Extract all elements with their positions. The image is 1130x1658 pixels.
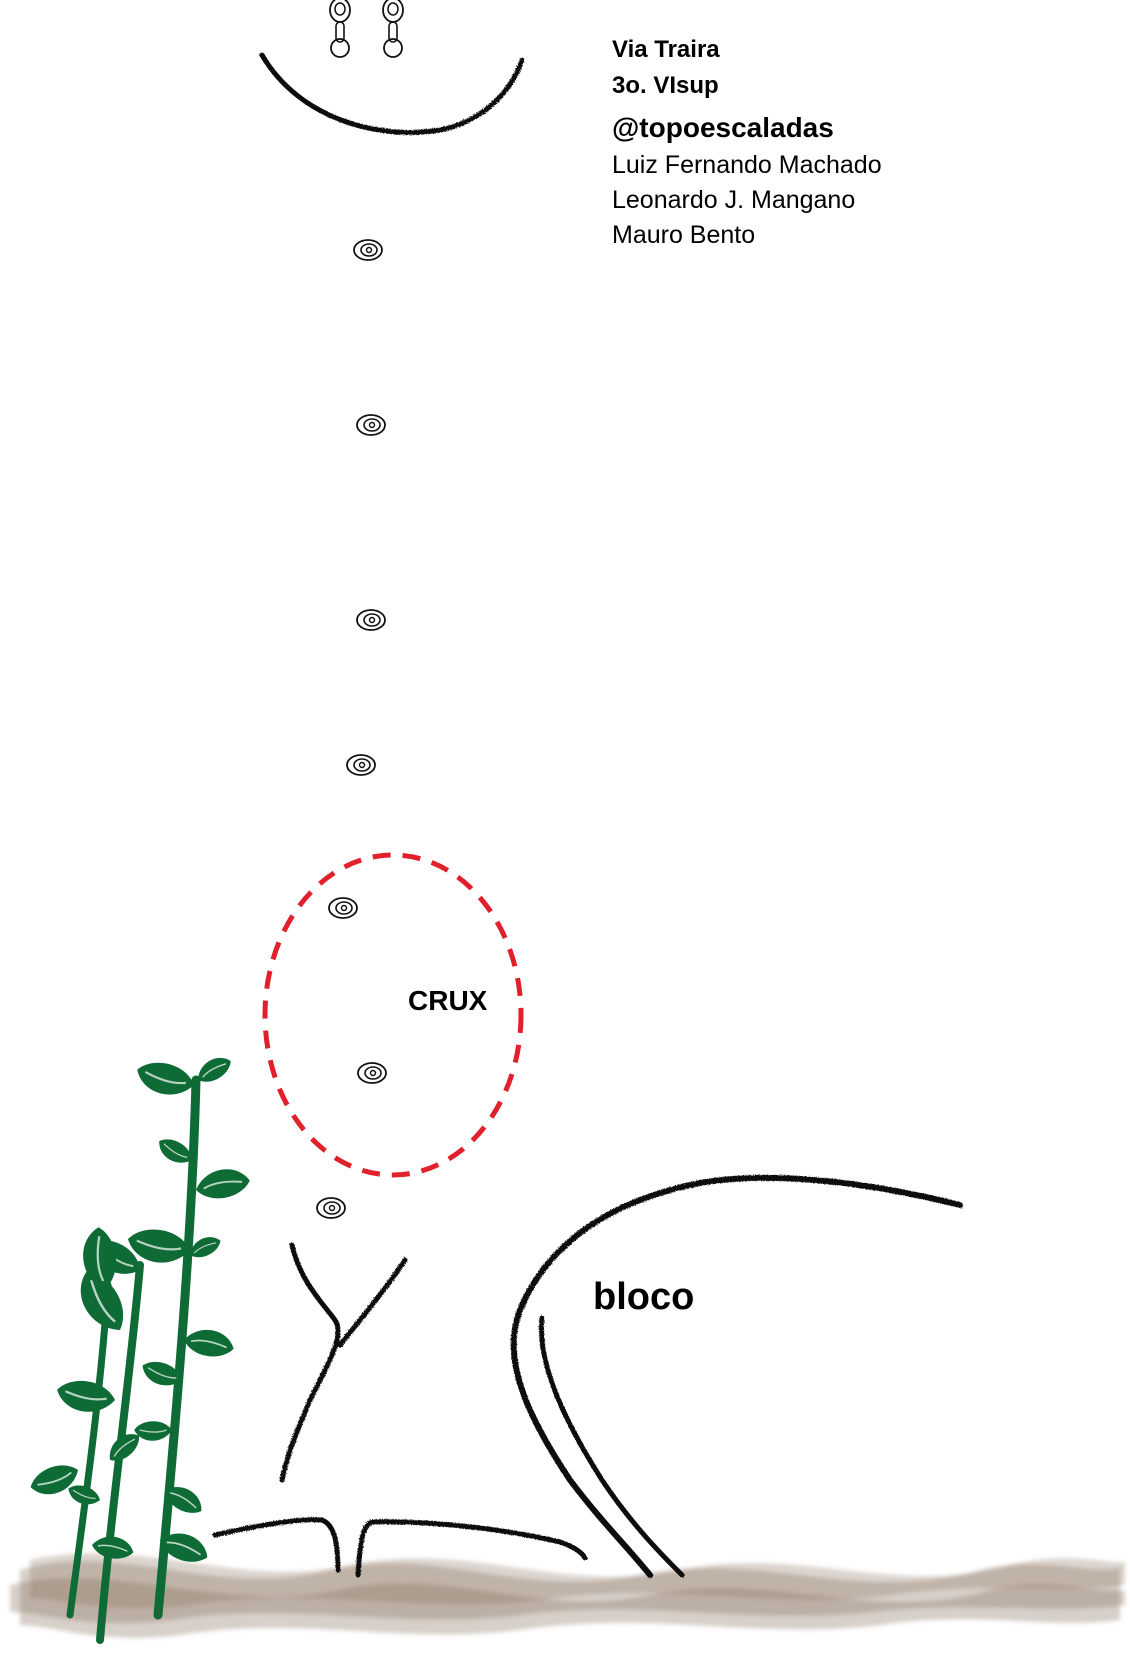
- author-name: Luiz Fernando Machado: [612, 151, 882, 179]
- upper-ledge-line: [259, 52, 525, 135]
- lower-rock-lines: [212, 1242, 588, 1578]
- route-grade: 3o. VIsup: [612, 72, 719, 99]
- plant-icon: [25, 1051, 253, 1644]
- anchor-icon: [329, 0, 404, 58]
- social-handle: @topoescaladas: [612, 112, 834, 143]
- author-name: Leonardo J. Mangano: [612, 186, 856, 214]
- crux-label: CRUX: [408, 985, 488, 1016]
- ground: [10, 1553, 1125, 1638]
- route-info: Via Traira 3o. VIsup @topoescaladas Luiz…: [612, 32, 882, 253]
- bolt-icon: [316, 239, 387, 1219]
- author-name: Mauro Bento: [612, 221, 756, 249]
- crux-outline: [262, 852, 524, 1178]
- route-name: Via Traira: [612, 36, 720, 63]
- block-outline: [510, 1174, 963, 1578]
- block-label: bloco: [593, 1276, 695, 1318]
